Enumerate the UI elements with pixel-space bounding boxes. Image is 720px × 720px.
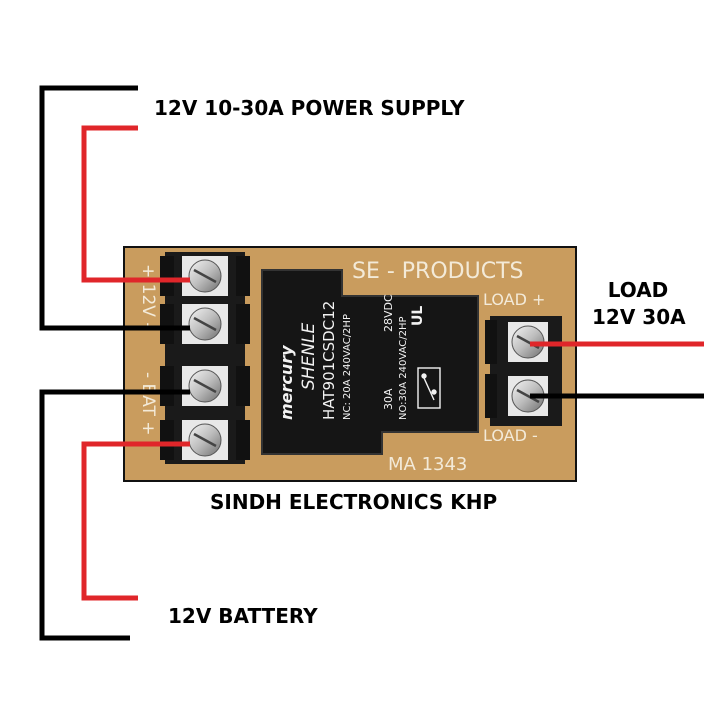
model-silkscreen: MA 1343 — [388, 454, 467, 475]
side-bat-silkscreen: - BAT + — [138, 372, 158, 436]
maker-label: SINDH ELECTRONICS KHP — [210, 490, 498, 514]
load-plus-silkscreen: LOAD + — [483, 290, 545, 309]
load-label: LOAD 12V 30A — [592, 277, 686, 331]
relay-schematic-icon — [417, 367, 441, 409]
power-supply-label: 12V 10-30A POWER SUPPLY — [154, 96, 465, 120]
relay-logo: mercury — [277, 345, 296, 420]
screw-terminal-12v-plus — [188, 259, 222, 293]
wire-battery-red — [81, 441, 190, 601]
brand-silkscreen: SE - PRODUCTS — [352, 259, 523, 284]
relay-current: 30A — [382, 388, 395, 410]
relay-nc-rating: NC: 20A 240VAC/2HP — [342, 314, 353, 420]
wire-power-black — [39, 85, 190, 331]
relay-no-rating: NO:30A 240VAC/2HP — [398, 316, 409, 420]
side-12v-silkscreen: + 12V - — [138, 264, 158, 328]
screw-terminal-load-minus — [511, 379, 545, 413]
relay-part-number: HAT901CSDC12 — [320, 301, 338, 420]
relay-brand: SHENLE — [299, 322, 319, 390]
screw-terminal-bat-minus — [188, 369, 222, 403]
screw-terminal-bat-plus — [188, 423, 222, 457]
battery-label: 12V BATTERY — [168, 604, 318, 628]
wire-power-red — [81, 125, 190, 283]
load-label-line1: LOAD — [607, 278, 669, 302]
load-minus-silkscreen: LOAD - — [483, 426, 538, 445]
relay-cert: UL — [410, 306, 426, 326]
screw-terminal-12v-minus — [188, 307, 222, 341]
wire-battery-black — [39, 389, 190, 641]
load-label-line2: 12V 30A — [592, 305, 686, 329]
relay-voltage: 28VDC — [382, 294, 395, 332]
